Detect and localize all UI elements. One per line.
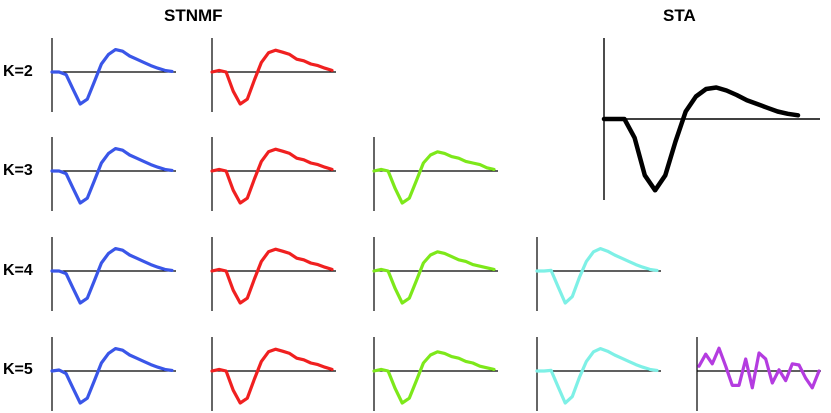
green-series-line-row4 bbox=[372, 250, 496, 305]
red-series-line-row2 bbox=[210, 48, 334, 106]
purple-series-line-row5 bbox=[697, 346, 821, 390]
red-series-line-row4 bbox=[210, 247, 334, 305]
blue-series-line-row2 bbox=[50, 47, 174, 106]
row-label-k4: K=4 bbox=[3, 262, 33, 279]
green-series-line-row5 bbox=[372, 350, 496, 405]
red-series-line-row5 bbox=[210, 347, 334, 405]
row-label-k5: K=5 bbox=[3, 361, 33, 378]
cyan-series-line-row5 bbox=[535, 347, 659, 405]
red-series-line-row3 bbox=[210, 147, 334, 205]
blue-series-line-row4 bbox=[50, 247, 174, 305]
sta-title: STA bbox=[663, 6, 696, 25]
cyan-series-line-row4 bbox=[535, 247, 659, 305]
row-label-k2: K=2 bbox=[3, 63, 33, 80]
sta-series-line bbox=[601, 85, 801, 193]
stnmf-title: STNMF bbox=[164, 6, 223, 25]
row-label-k3: K=3 bbox=[3, 162, 33, 179]
blue-series-line-row5 bbox=[50, 347, 174, 405]
blue-series-line-row3 bbox=[50, 147, 174, 205]
green-series-line-row3 bbox=[372, 150, 496, 205]
